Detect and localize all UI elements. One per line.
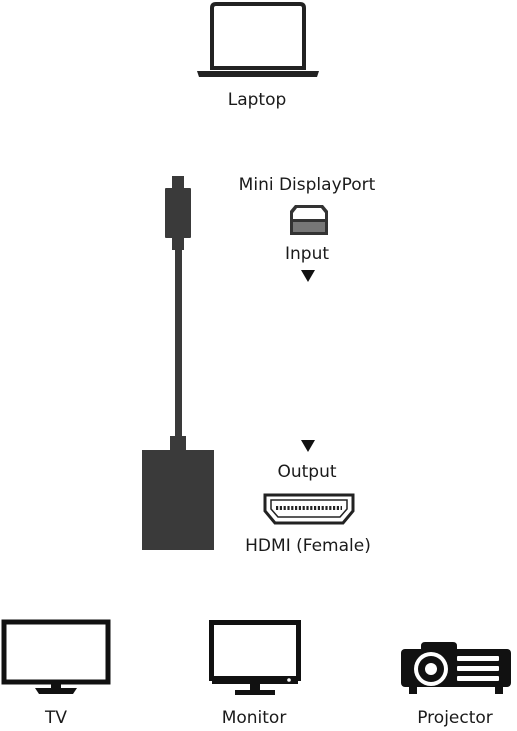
projector-label: Projector: [417, 708, 493, 728]
laptop-icon: [196, 2, 320, 80]
tv-label: TV: [44, 708, 68, 728]
output-label: Output: [277, 462, 337, 482]
output-connector-label: HDMI (Female): [245, 536, 371, 556]
adapter-cable: [140, 176, 216, 552]
hdmi-port-icon: [263, 493, 355, 525]
input-connector-label: Mini DisplayPort: [238, 175, 376, 195]
input-arrow-icon: [301, 270, 315, 282]
monitor-icon: [209, 620, 301, 696]
output-arrow-icon: [301, 440, 315, 452]
input-label: Input: [284, 244, 330, 264]
laptop-label: Laptop: [227, 90, 287, 110]
projector-icon: [399, 640, 513, 698]
monitor-label: Monitor: [221, 708, 287, 728]
mini-displayport-icon: [288, 203, 330, 237]
tv-icon: [1, 619, 111, 697]
